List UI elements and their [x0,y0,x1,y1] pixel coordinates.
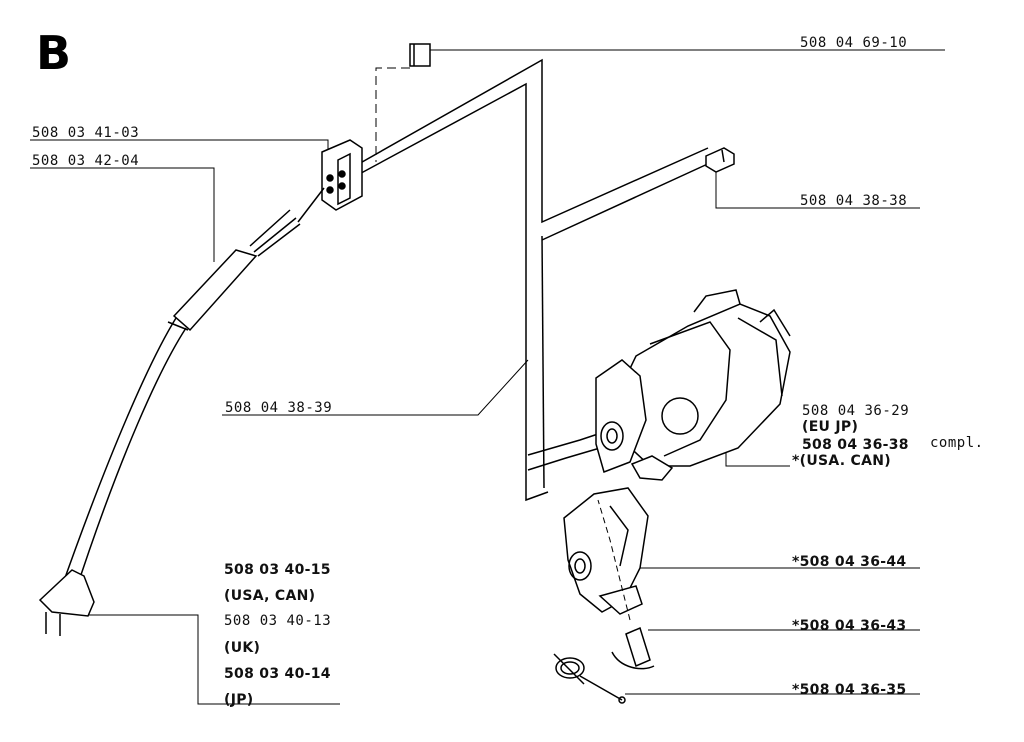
callout-plug-usa-can: 508 03 40-15 [224,562,331,578]
brush-holder [563,487,649,615]
callout-motor-compl: compl. [930,435,984,451]
callout-motor-eu-jp: 508 04 36-29 [802,403,910,419]
callout-wire-harness: 508 04 38-39 [225,400,333,416]
section-letter: B [36,26,72,80]
motor-housing [595,289,791,481]
callout-plug-uk: 508 03 40-13 [224,613,332,629]
power-cord [59,187,325,597]
callout-plug-uk-region: (UK) [224,640,261,656]
switch-block [321,139,363,211]
assembly-guide [597,499,631,621]
callout-plug-jp-region: (JP) [224,692,254,708]
callout-plug-jp: 508 03 40-14 [224,666,331,682]
callout-brush-holder: *508 04 36-44 [792,554,907,570]
spring [553,653,626,704]
callout-motor-usa-can: 508 04 36-38 [802,437,909,453]
dashed-connector-link [375,67,410,162]
callout-brush: *508 04 36-43 [792,618,907,634]
carbon-brush [611,626,655,670]
connector-top [409,43,431,67]
callout-connector-top: 508 04 69-10 [800,35,908,51]
wire-harness [347,58,713,502]
callout-motor-usa-can-region: *(USA. CAN) [792,453,891,469]
callout-plug-usa-can-region: (USA, CAN) [224,588,316,604]
leader-lines [30,49,945,705]
callout-connector-right: 508 04 38-38 [800,193,908,209]
connector-right [705,147,735,173]
callout-switch-part: 508 03 41-03 [32,125,140,141]
plug [38,569,95,636]
callout-spring: *508 04 36-35 [792,682,907,698]
callout-motor-eu-jp-region: (EU JP) [802,419,859,435]
callout-cable-sleeve: 508 03 42-04 [32,153,140,169]
